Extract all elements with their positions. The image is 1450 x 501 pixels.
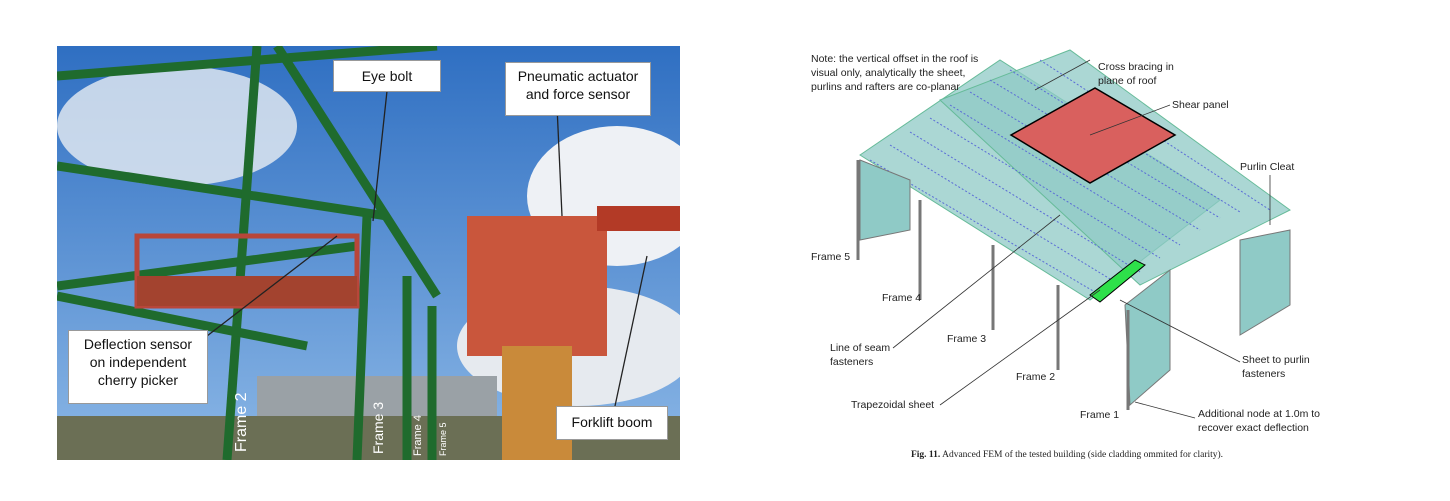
shear-panel-label: Shear panel [1172, 99, 1229, 111]
frame-1-diagram-label: Frame 1 [1080, 409, 1120, 421]
frame-5-label: Frame 5 [438, 422, 448, 456]
figure-caption: Fig. 11. Advanced FEM of the tested buil… [820, 450, 1314, 460]
steel-frame [57, 46, 441, 460]
frame-2-diagram-label: Frame 2 [1016, 371, 1056, 383]
cross-bracing-label: Cross bracing in plane of roof [1098, 61, 1174, 87]
caption-text: Advanced FEM of the tested building (sid… [940, 450, 1224, 460]
highlight-strip [1089, 259, 1146, 303]
columns [856, 160, 1130, 410]
actuator-callout: Pneumatic actuator and force sensor [505, 62, 651, 116]
shear-panel [1009, 87, 1177, 184]
sheet-to-purlin-label: Sheet to purlin fasteners [1242, 354, 1310, 380]
trapezoidal-sheet-label: Trapezoidal sheet [851, 399, 935, 411]
purlin-cleat-label: Purlin Cleat [1240, 161, 1295, 173]
side-cladding [859, 159, 1291, 407]
seam-fasteners-label: Line of seam fasteners [830, 342, 891, 368]
scissor-lift-right [467, 206, 680, 460]
additional-node-label: Additional node at 1.0m to recover exact… [1198, 408, 1321, 434]
frame-5-diagram-label: Frame 5 [811, 251, 851, 263]
frame-4-diagram-label: Frame 4 [882, 292, 922, 304]
deflection-sensor-callout: Deflection sensor on independent cherry … [68, 330, 208, 404]
frame-4-label: Frame 4 [412, 415, 424, 456]
eye-bolt-callout: Eye bolt [333, 60, 441, 92]
figure-number: Fig. 11. [910, 450, 941, 460]
roof-offset-note: Note: the vertical offset in the roof is… [811, 53, 979, 93]
test-photo: Eye bolt Pneumatic actuator and force se… [57, 46, 680, 460]
frame-3-label: Frame 3 [370, 401, 386, 454]
forklift-boom-callout: Forklift boom [556, 406, 668, 440]
frame-2-label: Frame 2 [233, 392, 250, 452]
frame-3-diagram-label: Frame 3 [947, 333, 987, 345]
fem-model-diagram [856, 49, 1291, 419]
